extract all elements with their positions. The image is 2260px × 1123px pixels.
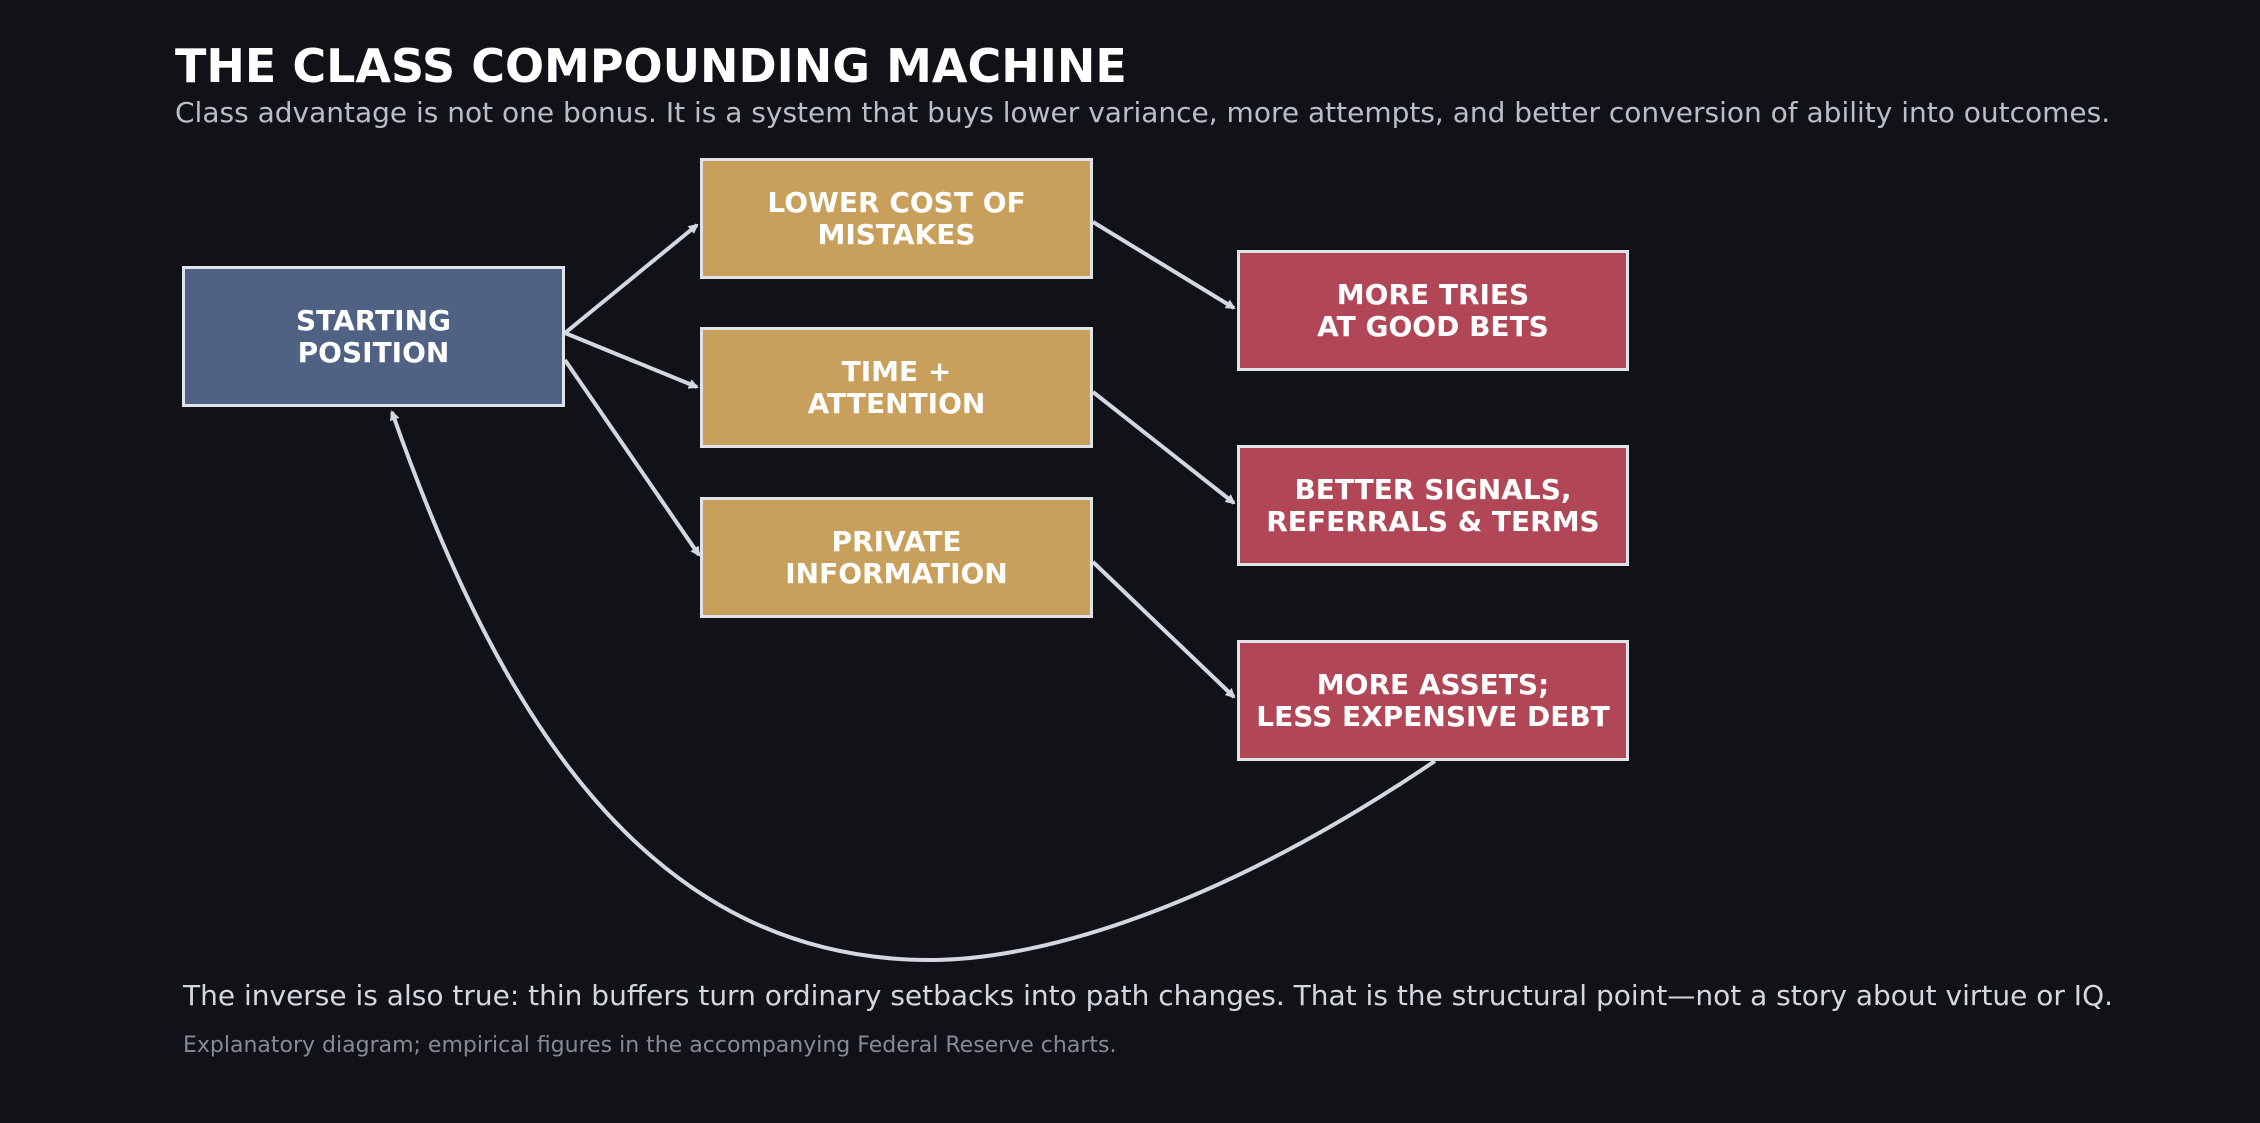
outcome-label: MORE TRIES AT GOOD BETS [1317,277,1549,343]
source-note: Explanatory diagram; empirical figures i… [183,1033,1117,1058]
mechanism-label: LOWER COST OF MISTAKES [767,185,1026,251]
footer-note: The inverse is also true: thin buffers t… [183,979,2114,1012]
arrow-start-to-lower-cost [563,223,699,335]
diagram-subtitle: Class advantage is not one bonus. It is … [175,96,2111,129]
arrow-private-info-to-more-assets [1091,560,1236,699]
arrow-time-attention-to-better-signals [1091,390,1236,505]
mechanism-box-time-attention: TIME + ATTENTION [700,327,1093,448]
diagram-title: THE CLASS COMPOUNDING MACHINE [175,39,1127,93]
mechanism-box-lower-cost: LOWER COST OF MISTAKES [700,158,1093,279]
outcome-box-more-tries: MORE TRIES AT GOOD BETS [1237,250,1629,371]
outcome-box-better-signals: BETTER SIGNALS, REFERRALS & TERMS [1237,445,1629,566]
starting-position-box: STARTING POSITION [182,266,565,407]
outcome-label: MORE ASSETS; LESS EXPENSIVE DEBT [1256,667,1610,733]
mechanism-label: PRIVATE INFORMATION [785,524,1008,590]
outcome-label: BETTER SIGNALS, REFERRALS & TERMS [1266,472,1600,538]
arrow-lower-cost-to-more-tries [1091,220,1236,310]
mechanism-label: TIME + ATTENTION [807,354,986,420]
mechanism-box-private-info: PRIVATE INFORMATION [700,497,1093,618]
arrow-start-to-time-attention [564,331,699,389]
outcome-box-more-assets: MORE ASSETS; LESS EXPENSIVE DEBT [1237,640,1629,761]
feedback-loop-arrow [389,410,1437,963]
starting-position-label: STARTING POSITION [296,303,451,369]
arrow-start-to-private-info [563,358,701,557]
